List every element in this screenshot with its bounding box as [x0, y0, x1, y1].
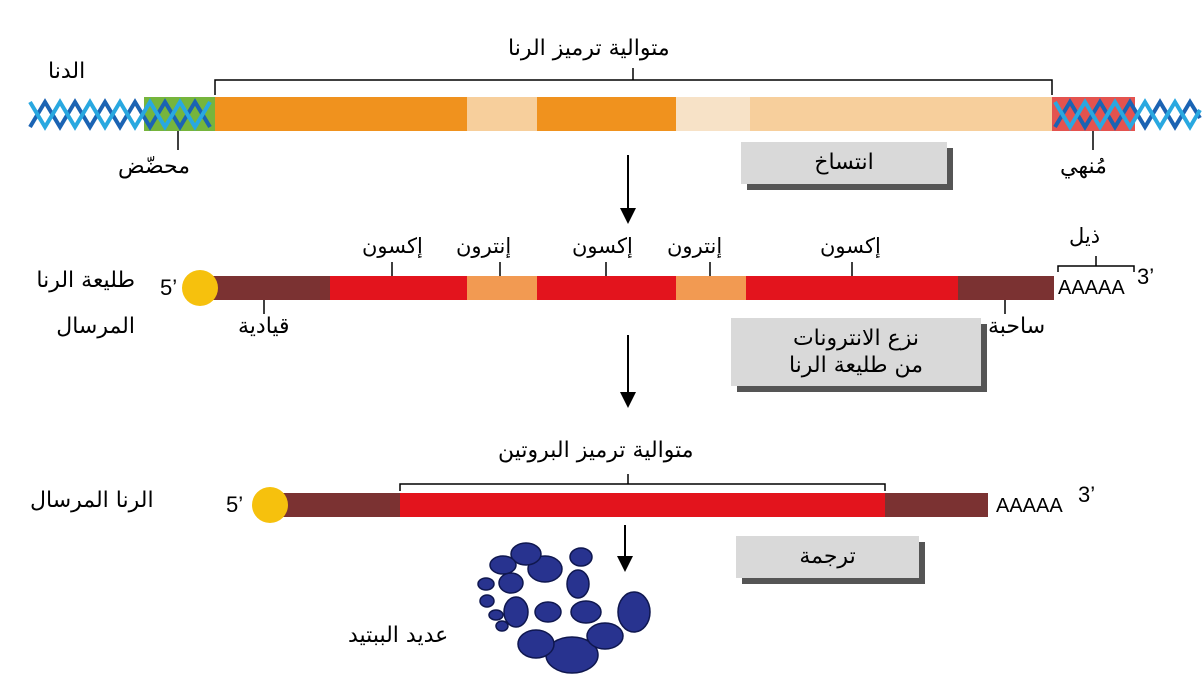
five-prime-cap-1: [182, 270, 218, 306]
polypeptide-label: عديد الببتيد: [348, 623, 449, 648]
terminator-label: مُنهي: [1060, 154, 1107, 179]
poly-a-tail-1: AAAAA: [1058, 277, 1125, 299]
pre-mrna-intron-2: [676, 276, 746, 300]
mrna-coding: [400, 493, 885, 517]
dna-helix-right: [1053, 98, 1202, 131]
transcription-box: انتساخ: [741, 142, 947, 184]
pre-mrna-exon-1: [330, 276, 467, 300]
intron-label-1: إنترون: [456, 234, 512, 258]
intron-label-2: إنترون: [667, 234, 723, 258]
exon-label-3: إكسون: [820, 234, 881, 258]
dna-intron-1: [467, 97, 537, 131]
five-prime-label-2: 5’: [226, 492, 244, 517]
splicing-label-line2: من طليعة الرنا: [788, 353, 924, 378]
splicing-box: نزع الانترونات من طليعة الرنا: [731, 318, 981, 386]
pre-mrna-exon-2: [537, 276, 676, 300]
leader-label: قيادية: [238, 314, 290, 339]
dna-exon-2: [537, 97, 676, 131]
rna-coding-sequence-label: متوالية ترميز الرنا: [508, 36, 670, 61]
dna-exon-1: [215, 97, 467, 131]
pre-mrna-label-line1: طليعة الرنا: [36, 268, 135, 293]
tail-label: ذيل: [1069, 224, 1101, 248]
dna-helix-left: [28, 98, 212, 131]
pre-mrna-exon-3: [746, 276, 958, 300]
transcription-label: انتساخ: [814, 150, 874, 176]
arrow-transcription: [620, 155, 636, 224]
mrna-label: الرنا المرسال: [30, 488, 154, 513]
five-prime-label-1: 5’: [160, 275, 178, 300]
translation-label: ترجمة: [799, 544, 856, 570]
exon-label-1: إكسون: [362, 234, 423, 258]
arrow-splicing: [620, 335, 636, 408]
pre-mrna-label-line2: المرسال: [56, 314, 135, 339]
mrna-trailer: [885, 493, 988, 517]
splicing-label-line1: نزع الانترونات: [792, 325, 920, 351]
mrna-leader: [268, 493, 400, 517]
three-prime-label-2: 3’: [1078, 482, 1096, 507]
exon-label-2: إكسون: [572, 234, 633, 258]
tail-bracket: [1057, 256, 1135, 272]
translation-box: ترجمة: [736, 536, 919, 578]
arrow-translation: [617, 525, 633, 572]
dna-exon-3: [750, 97, 1052, 131]
three-prime-label-1: 3’: [1137, 264, 1155, 289]
pre-mrna-intron-1: [467, 276, 537, 300]
promoter-label: محضّض: [118, 154, 191, 179]
protein-coding-sequence-label: متوالية ترميز البروتين: [498, 438, 694, 463]
poly-a-tail-2: AAAAA: [996, 495, 1063, 517]
dna-label: الدنا: [48, 59, 86, 84]
rna-coding-bracket: [214, 68, 1053, 95]
protein-coding-bracket: [399, 474, 886, 491]
pre-mrna-pointers: [263, 262, 1006, 314]
pre-mrna-leader: [198, 276, 330, 300]
trailer-label: ساحبة: [988, 314, 1046, 339]
polypeptide-chain: [477, 542, 651, 674]
pre-mrna-trailer: [958, 276, 1054, 300]
five-prime-cap-2: [252, 487, 288, 523]
dna-intron-2: [676, 97, 750, 131]
